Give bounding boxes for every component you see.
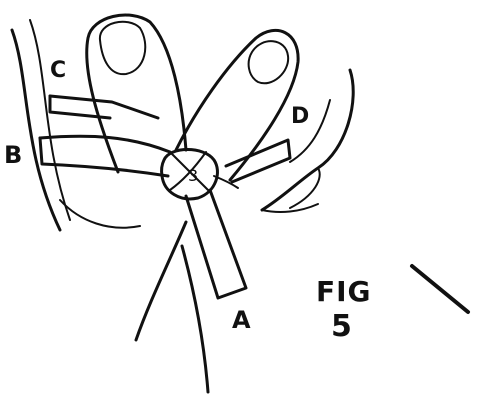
pointer-stroke <box>412 266 468 312</box>
right-hand-outline <box>262 70 353 212</box>
index-finger <box>176 30 298 180</box>
figure-caption-number: 5 <box>331 312 352 342</box>
thumb <box>87 15 186 172</box>
figure-caption-title: FIG <box>316 278 372 306</box>
label-d: D <box>291 106 309 128</box>
knot-crossing <box>162 150 238 199</box>
crossing-number-label: 3 <box>188 168 198 184</box>
label-a: A <box>232 308 251 332</box>
left-hand-outline <box>12 20 140 230</box>
ribbon-end-c <box>50 96 158 118</box>
label-c: C <box>50 60 66 82</box>
ribbon-end-a <box>186 190 246 298</box>
arm-lines <box>136 222 208 392</box>
label-b: B <box>4 143 22 167</box>
ribbon-end-b <box>40 136 170 176</box>
